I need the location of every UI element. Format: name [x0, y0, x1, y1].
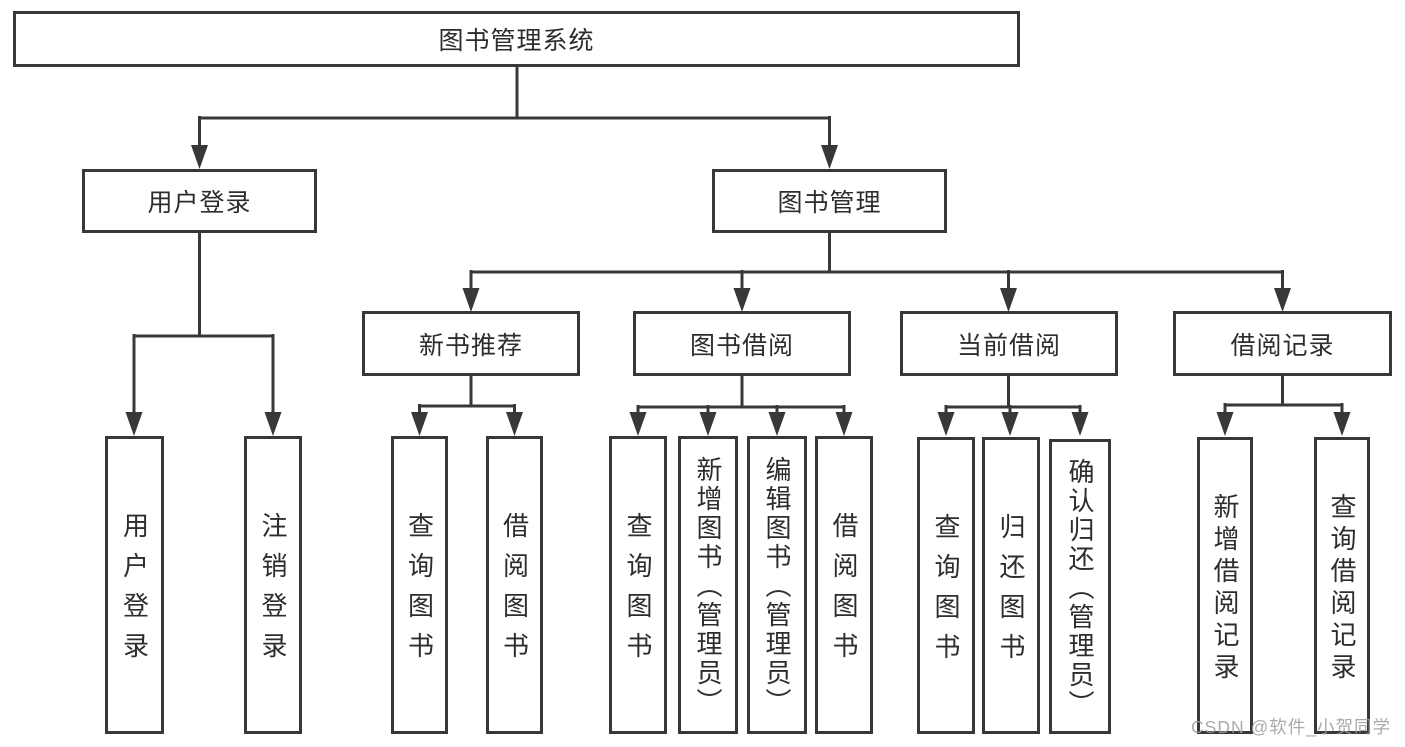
leaf-logout: 注销登录: [244, 436, 302, 734]
node-label: 注销登录: [258, 512, 288, 672]
node-label: 编辑图书（管理员）: [762, 456, 792, 717]
node-book-borrowing: 图书借阅: [633, 311, 851, 376]
node-user-login-branch: 用户登录: [82, 169, 317, 233]
node-label: 图书借阅: [689, 331, 794, 360]
node-label: 归还图书: [996, 512, 1026, 673]
node-label: 查询图书: [623, 512, 653, 672]
node-label: 查询图书: [404, 512, 435, 672]
node-label: 当前借阅: [956, 331, 1061, 360]
node-label: 图书管理: [777, 189, 882, 217]
node-book-management: 图书管理: [712, 169, 947, 233]
node-label: 图书管理系统: [438, 27, 595, 55]
node-label: 查询借阅记录: [1327, 492, 1357, 685]
node-label: 新书推荐: [418, 331, 523, 360]
node-label: 借阅图书: [829, 512, 859, 672]
leaf-return-books: 归还图书: [982, 437, 1040, 734]
leaf-user-login: 用户登录: [105, 436, 164, 734]
node-borrowing-records: 借阅记录: [1173, 311, 1392, 376]
node-new-book-recommend: 新书推荐: [362, 311, 580, 376]
node-label: 用户登录: [147, 189, 252, 217]
node-label: 用户登录: [119, 512, 150, 672]
leaf-query-books-1: 查询图书: [391, 436, 448, 734]
node-label: 查询图书: [931, 512, 961, 673]
leaf-borrow-books-1: 借阅图书: [486, 436, 543, 734]
node-library-system: 图书管理系统: [13, 11, 1020, 67]
node-label: 借阅记录: [1230, 331, 1335, 360]
node-label: 确认归还（管理员）: [1065, 457, 1095, 719]
node-label: 新增借阅记录: [1210, 492, 1240, 685]
node-label: 新增图书（管理员）: [693, 456, 723, 717]
leaf-query-borrow-record: 查询借阅记录: [1314, 437, 1370, 734]
leaf-add-books-admin: 新增图书（管理员）: [678, 436, 738, 734]
leaf-add-borrow-record: 新增借阅记录: [1197, 437, 1253, 734]
leaf-query-books-3: 查询图书: [917, 437, 975, 734]
leaf-query-books-2: 查询图书: [609, 436, 667, 734]
leaf-borrow-books-2: 借阅图书: [815, 436, 873, 734]
node-label: 借阅图书: [499, 512, 530, 672]
leaf-edit-books-admin: 编辑图书（管理员）: [747, 436, 807, 734]
leaf-confirm-return-admin: 确认归还（管理员）: [1049, 439, 1111, 734]
node-current-borrowing: 当前借阅: [900, 311, 1118, 376]
